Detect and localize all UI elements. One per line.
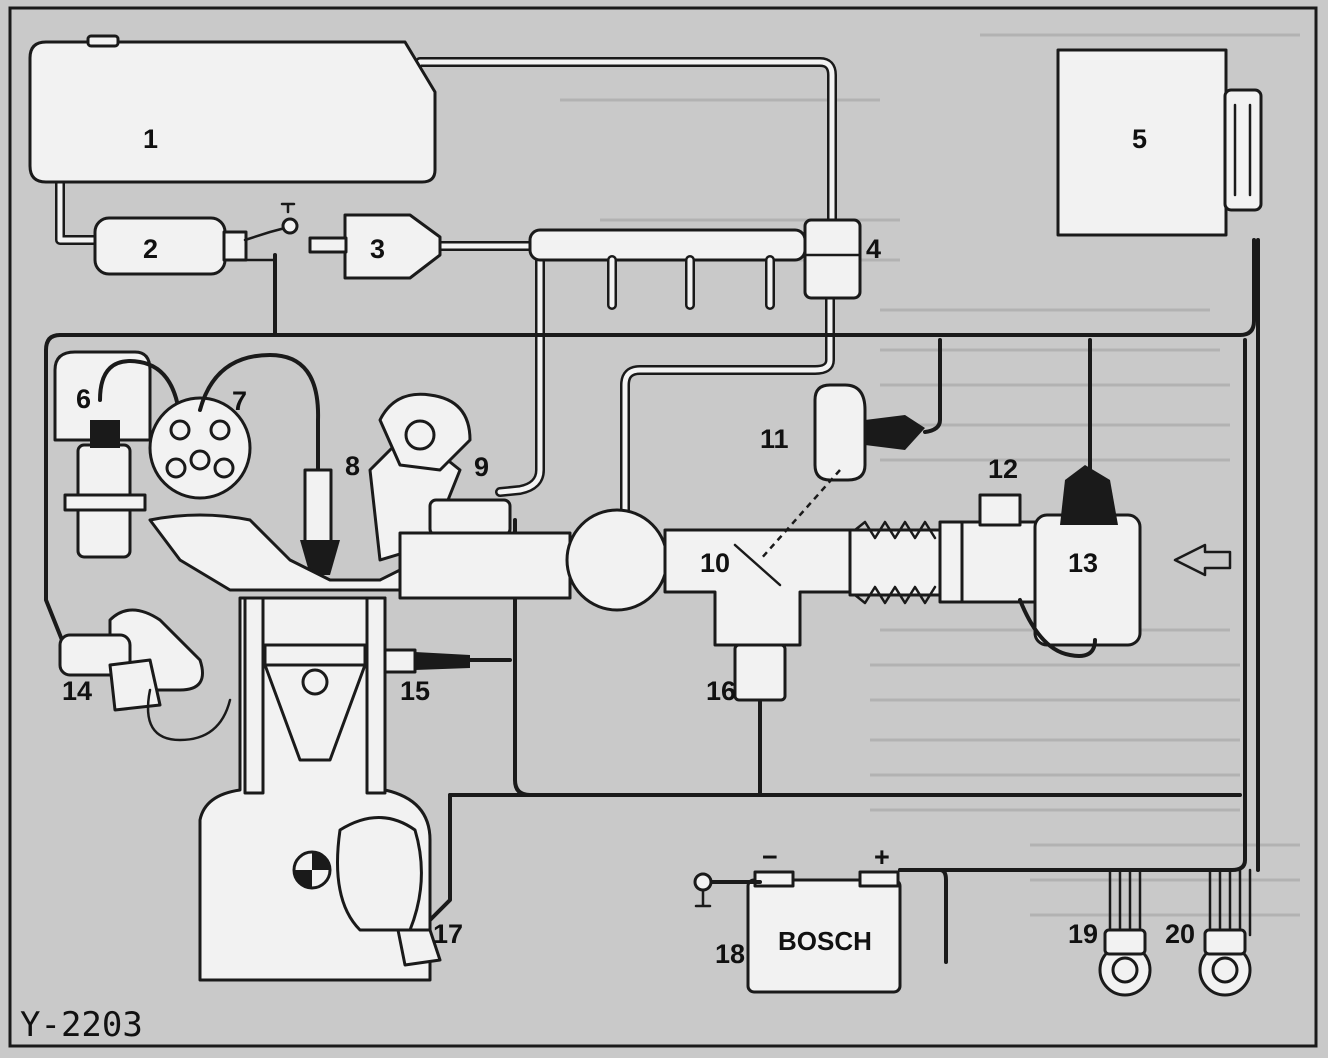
callout-10: 10 — [700, 548, 730, 578]
callout-20: 20 — [1165, 919, 1195, 949]
fuel-lines — [55, 57, 837, 520]
callout-5: 5 — [1132, 124, 1147, 154]
thermo-time-switch — [58, 608, 232, 742]
callout-15: 15 — [400, 676, 430, 706]
callout-8: 8 — [345, 451, 360, 481]
battery-plus: + — [874, 842, 890, 872]
throttle-switch — [759, 383, 925, 561]
connector-19 — [1098, 928, 1152, 997]
intake-system — [398, 508, 1039, 647]
cylinder-head — [148, 392, 512, 592]
fuel-tank — [28, 34, 437, 184]
fuel-filter — [308, 213, 442, 280]
fuel-pump — [93, 202, 299, 302]
battery-minus: − — [762, 842, 778, 872]
callout-11: 11 — [760, 424, 789, 454]
spark-plug — [300, 468, 340, 575]
fuel-rail — [528, 228, 807, 310]
aux-air-valve — [733, 643, 787, 702]
callout-2: 2 — [143, 234, 158, 264]
ignition-coil — [53, 350, 182, 559]
figure-code: Y-2203 — [20, 1005, 143, 1045]
callout-19: 19 — [1068, 919, 1098, 949]
callout-18: 18 — [715, 939, 745, 969]
wiring-harness — [44, 238, 1260, 964]
callout-17: 17 — [433, 919, 463, 949]
callout-16: 16 — [706, 676, 736, 706]
callout-9: 9 — [474, 452, 489, 482]
control-unit — [1056, 48, 1263, 237]
callout-12: 12 — [988, 454, 1018, 484]
diagram-frame — [8, 6, 1318, 1048]
pressure-regulator — [803, 218, 862, 300]
distributor — [148, 353, 321, 500]
air-flow-meter — [978, 465, 1232, 658]
callout-13: 13 — [1068, 548, 1098, 578]
temp-sensor — [378, 648, 470, 674]
callout-6: 6 — [76, 384, 91, 414]
callout-7: 7 — [232, 386, 247, 416]
callout-14: 14 — [62, 676, 92, 706]
callout-4: 4 — [866, 234, 881, 264]
battery — [693, 870, 902, 994]
callout-1: 1 — [143, 124, 158, 154]
battery-brand: BOSCH — [778, 926, 872, 956]
connector-20 — [1198, 928, 1252, 997]
callout-3: 3 — [370, 234, 385, 264]
engine-block — [198, 596, 442, 982]
